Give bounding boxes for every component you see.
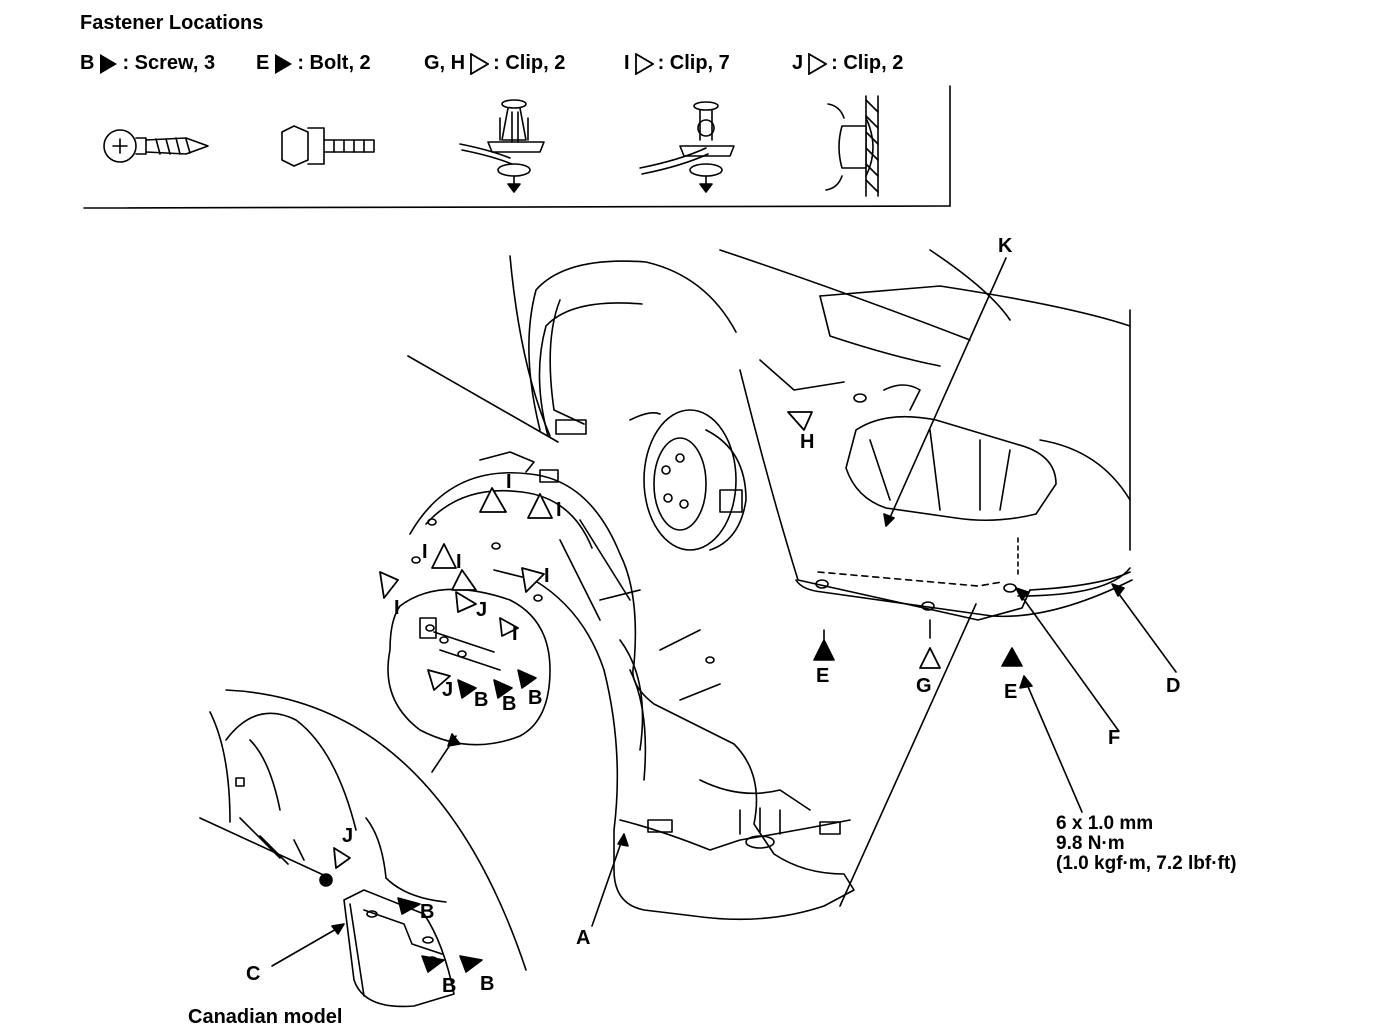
legend-letter: J (792, 52, 804, 75)
callout-i: I (506, 471, 512, 493)
callout-g: G (916, 675, 932, 697)
legend-frame (83, 85, 951, 209)
body-fastener-holes (815, 393, 1017, 611)
callout-i: I (556, 499, 562, 521)
legend-letter: G, H (424, 52, 466, 75)
torque-size: 6 x 1.0 mm (1056, 813, 1154, 834)
fender-liner (409, 451, 855, 921)
legend-text: : Clip, 7 (657, 52, 730, 75)
legend-letter: E (256, 52, 270, 75)
callout-e: E (1004, 681, 1018, 703)
callout-c: C (246, 963, 261, 985)
bolt-icon (281, 125, 375, 167)
legend-letter: I (624, 52, 630, 75)
callout-b: B (528, 687, 543, 709)
brake-rotor (629, 409, 747, 551)
clip-gh-icon (459, 99, 545, 193)
torque-nm: 9.8 N·m (1056, 833, 1125, 854)
callout-b: B (442, 975, 457, 997)
callout-i: I (422, 541, 428, 563)
legend-item-clip-i: I : Clip, 7 (624, 52, 730, 75)
callout-h: H (800, 431, 815, 453)
outline-triangle-icon (808, 52, 828, 75)
callout-f: F (1108, 727, 1121, 749)
legend-item-clip-gh: G, H : Clip, 2 (424, 52, 565, 75)
callout-i: I (544, 565, 550, 587)
callout-j: J (442, 679, 454, 701)
callout-i: I (512, 623, 518, 645)
undercover-dashed-line (817, 537, 1019, 587)
clip-j-icon (825, 95, 879, 197)
callout-i: I (394, 597, 400, 619)
outline-triangle-markers (333, 411, 941, 869)
filled-triangle-markers (397, 639, 1023, 973)
screw-icon (103, 129, 209, 163)
callout-i: I (456, 551, 462, 573)
callout-b: B (474, 689, 489, 711)
clip-i-icon (639, 101, 735, 193)
page-title: Fastener Locations (80, 12, 264, 34)
callout-a: A (576, 927, 591, 949)
legend-text: : Screw, 3 (122, 52, 216, 75)
legend-text: : Bolt, 2 (297, 52, 371, 75)
callout-d: D (1166, 675, 1181, 697)
torque-alt: (1.0 kgf·m, 7.2 lbf·ft) (1056, 853, 1237, 874)
mud-guard (343, 889, 455, 1008)
legend-item-clip-j: J : Clip, 2 (792, 52, 903, 75)
legend-text: : Clip, 2 (831, 52, 904, 75)
legend-item-screw: B : Screw, 3 (80, 52, 215, 75)
callout-b: B (420, 901, 435, 923)
legend-text: : Clip, 2 (493, 52, 566, 75)
detail-oval (387, 588, 551, 746)
filled-triangle-icon (100, 53, 118, 74)
callout-j: J (476, 599, 488, 621)
callout-b: B (480, 973, 495, 995)
legend-item-bolt: E : Bolt, 2 (256, 52, 371, 75)
fender-arc (225, 689, 527, 971)
engine-bay (845, 384, 1131, 522)
outline-triangle-icon (470, 52, 490, 75)
torque-spec: 6 x 1.0 mm 9.8 N·m (1.0 kgf·m, 7.2 lbf·f… (1056, 814, 1237, 874)
leader-lines (271, 257, 1177, 967)
canadian-model-caption: Canadian model (188, 1006, 343, 1028)
callout-j: J (342, 825, 354, 847)
callout-e: E (816, 665, 830, 687)
callout-k: K (998, 235, 1013, 257)
callout-b: B (502, 693, 517, 715)
canadian-fender (199, 711, 447, 903)
filled-triangle-icon (275, 53, 293, 74)
body-panels (407, 249, 1133, 621)
outline-triangle-icon (634, 52, 654, 75)
legend-letter: B (80, 52, 95, 75)
